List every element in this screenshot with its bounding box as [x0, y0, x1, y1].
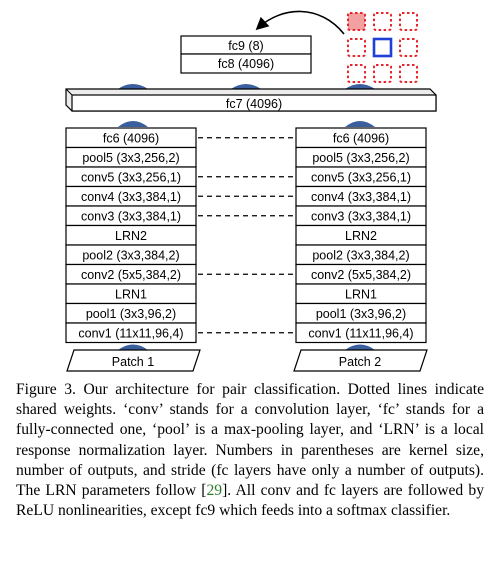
right-layer-label-fc6: fc6 (4096) [333, 132, 389, 146]
right-tower: fc6 (4096) pool5 (3x3,256,2) conv5 (3x3,25… [295, 127, 427, 344]
right-layer-label-lrn1: LRN1 [345, 288, 377, 302]
architecture-diagram: fc9 (8) fc8 (4096) [65, 10, 437, 372]
diagram-canvas: fc9 (8) fc8 (4096) [65, 10, 437, 372]
up-arrow-left-tower-to-fc7 [118, 121, 148, 127]
grid-cell [347, 38, 366, 57]
grid-cell [347, 64, 366, 83]
right-layer-label-conv3: conv3 (3x3,384,1) [311, 210, 411, 224]
right-layer-label-conv2: conv2 (5x5,384,2) [311, 268, 411, 282]
grid-center-cell [372, 37, 393, 58]
grid-cell [399, 64, 418, 83]
grid-cell [399, 12, 418, 31]
grid-cell [373, 12, 392, 31]
left-layer-label-conv1: conv1 (11x11,96,4) [78, 327, 183, 341]
figure-caption: Figure 3. Our architecture for pair clas… [16, 380, 484, 521]
right-layer-label-conv4: conv4 (3x3,384,1) [311, 190, 411, 204]
grid-cell-selected [347, 12, 366, 31]
up-arrow-fc7-to-fc8-right [345, 84, 375, 89]
up-arrow-fc7-to-fc8-left [118, 84, 148, 89]
left-tower: fc6 (4096) pool5 (3x3,256,2) conv5 (3x3,25… [65, 127, 197, 344]
up-arrow-patch2-to-conv1 [345, 344, 375, 350]
right-layer-box-conv1 [295, 322, 427, 344]
fc7-box: fc7 (4096) [65, 88, 437, 112]
up-arrow-fc7-to-fc8-center [231, 84, 261, 89]
right-layer-label-conv1: conv1 (11x11,96,4) [308, 327, 413, 341]
patch1-label: Patch 1 [112, 355, 154, 369]
left-layer-label-conv3: conv3 (3x3,384,1) [81, 210, 181, 224]
left-layer-label-lrn2: LRN2 [115, 229, 147, 243]
left-layer-box-conv1 [65, 322, 197, 344]
citation-link[interactable]: 29 [206, 482, 223, 500]
patch2-box: Patch 2 [293, 349, 428, 372]
up-arrow-patch1-to-conv1 [118, 344, 148, 350]
fc9-box: fc9 (8) [180, 35, 312, 55]
left-layer-label-pool1: pool1 (3x3,96,2) [86, 307, 176, 321]
right-layer-label-pool2: pool2 (3x3,384,2) [312, 249, 409, 263]
fc8-label: fc8 (4096) [218, 57, 274, 71]
right-layer-label-lrn2: LRN2 [345, 229, 377, 243]
left-layer-label-lrn1: LRN1 [115, 288, 147, 302]
up-arrow-right-tower-to-fc7 [345, 121, 375, 127]
output-arrow [255, 10, 345, 35]
shared-weight-lines [198, 137, 294, 334]
left-layer-label-conv2: conv2 (5x5,384,2) [81, 268, 181, 282]
left-layer-label-pool2: pool2 (3x3,384,2) [82, 249, 179, 263]
caption-text-part2: ]. All conv and fc layers are followed b… [16, 482, 484, 520]
grid-cell [399, 38, 418, 57]
right-layer-label-conv5: conv5 (3x3,256,1) [311, 171, 411, 185]
caption-text-part1: Figure 3. Our architecture for pair clas… [16, 381, 484, 500]
fc7-label: fc7 (4096) [226, 97, 282, 111]
right-layer-label-pool1: pool1 (3x3,96,2) [316, 307, 406, 321]
right-layer-label-pool5: pool5 (3x3,256,2) [312, 151, 409, 165]
grid-cell [373, 64, 392, 83]
fc8-box: fc8 (4096) [180, 53, 312, 74]
patch-position-grid [347, 12, 418, 83]
patch1-box: Patch 1 [66, 349, 201, 372]
left-layer-label-fc6: fc6 (4096) [103, 132, 159, 146]
left-layer-label-conv4: conv4 (3x3,384,1) [81, 190, 181, 204]
patch2-label: Patch 2 [339, 355, 381, 369]
left-layer-label-pool5: pool5 (3x3,256,2) [82, 151, 179, 165]
fc9-label: fc9 (8) [228, 39, 263, 53]
left-layer-label-conv5: conv5 (3x3,256,1) [81, 171, 181, 185]
